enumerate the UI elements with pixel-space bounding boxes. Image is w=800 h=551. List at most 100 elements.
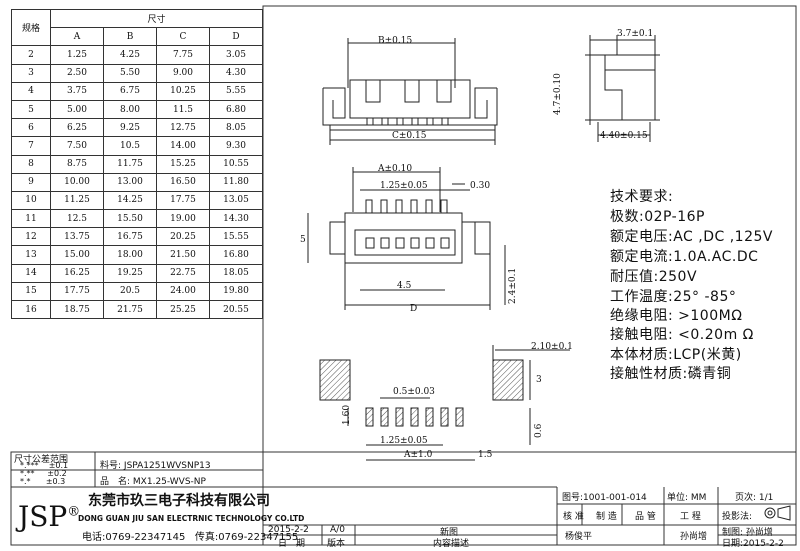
dim-1-60: 1.60 (342, 404, 352, 425)
product-name: MX1.25-WVS-NP (132, 477, 206, 487)
company-logo: JSP® (18, 500, 80, 533)
tol-value-2: ±0.2 (47, 469, 67, 478)
pcb-footprint (319, 345, 570, 461)
drawing-number: 图号:1001-001-014 (562, 493, 647, 503)
dim-2-10: 2.10±0.1 (531, 342, 573, 352)
projection-symbol-icon (764, 505, 791, 521)
engineering-label: 工 程 (680, 512, 701, 522)
dimension-cell: 20.55 (209, 299, 263, 320)
dimension-cell: 6.80 (209, 99, 263, 120)
dimension-cell: 5.55 (209, 81, 263, 101)
col-version-label: 版本 (327, 539, 346, 549)
req-contact-material: 接触性材质:磷青铜 (610, 366, 732, 382)
req-insulation: 绝缘电阻: >100MΩ (610, 308, 743, 324)
dimension-cell: 15.00 (50, 245, 104, 265)
req-body-material: 本体材质:LCP(米黄) (610, 347, 742, 363)
dim-4-5: 4.5 (397, 281, 412, 291)
contact-info: 电话:0769-22347145 传真:0769-22347155 (82, 528, 298, 543)
dimension-cell: 18.00 (103, 245, 157, 265)
dim-1-25-b: 1.25±0.05 (380, 436, 428, 446)
dimension-cell: 24.00 (156, 281, 210, 302)
tol-value-3: ±0.3 (45, 477, 66, 486)
projection-label: 投影法: (722, 512, 753, 522)
approver-name: 杨俊平 (565, 532, 593, 542)
dimension-cell: 18.05 (209, 263, 263, 283)
req-withstand: 耐压值:250V (610, 269, 698, 285)
fax: 传真:0769-22347155 (194, 532, 299, 543)
dim-0-30: 0.30 (470, 181, 491, 191)
quality-label: 品 管 (635, 512, 656, 522)
engineer-name: 孙尚增 (680, 532, 708, 542)
dim-4-7: 4.7±0.10 (553, 73, 563, 115)
dimension-cell: 3.75 (50, 81, 104, 101)
dim-4-40: 4.40±0.15 (600, 131, 648, 141)
registered-mark: ® (67, 504, 81, 520)
part-no-row: 料号: JSPA1251WVSNP13 (100, 458, 211, 471)
dim-5: 5 (300, 235, 306, 245)
dimension-cell: 4.30 (209, 63, 263, 83)
front-pins (366, 117, 449, 126)
dim-2-4: 2.4±0.1 (508, 267, 518, 304)
dim-3: 3 (536, 375, 542, 385)
col-description-label: 内容描述 (433, 539, 470, 549)
part-no: JSPA1251WVSNP13 (123, 461, 211, 471)
dim-0-6: 0.6 (534, 423, 544, 438)
size-cell: 4 (11, 81, 51, 101)
size-cell: 3 (11, 63, 51, 83)
req-contact-resistance: 接触电阻: <0.20m Ω (610, 327, 754, 343)
manufacture-label: 制 造 (596, 512, 617, 522)
company-name-cn: 东莞市玖三电子科技有限公司 (88, 493, 270, 509)
dim-1-25: 1.25±0.05 (380, 181, 428, 191)
title-block-lines (10, 451, 797, 546)
dimension-cell: 5.50 (103, 63, 157, 83)
product-name-label: 品 名: (100, 477, 131, 487)
dimension-cell: 19.80 (209, 281, 263, 302)
logo-text: JSP (18, 500, 68, 533)
tol-label-1: *.*** (20, 461, 39, 470)
company-name-en: DONG GUAN JIU SAN ELECTRNIC TECHNOLOGY C… (78, 514, 305, 523)
dim-0-5: 0.5±0.03 (393, 387, 435, 397)
revision-version: A/0 (330, 525, 345, 535)
req-voltage: 额定电压:AC ,DC ,125V (610, 229, 773, 245)
drawing-frame (262, 5, 797, 546)
part-no-label: 料号: (100, 461, 122, 471)
phone: 电话:0769-22347145 (82, 532, 186, 543)
tolerance-title: 尺寸公差范围 (14, 455, 69, 465)
product-name-row: 品 名: MX1.25-WVS-NP (100, 474, 206, 487)
front-view (322, 38, 498, 145)
dim-d: D (410, 304, 418, 314)
requirements-title: 技术要求: (610, 189, 674, 205)
dimension-cell: 20.5 (103, 281, 157, 302)
plan-pins (365, 199, 448, 214)
col-date-label: 日 期 (278, 539, 306, 549)
dim-b: B±0.15 (378, 36, 413, 46)
size-header: 规格 (11, 8, 51, 47)
revision-description: 新图 (440, 528, 459, 538)
dimension-cell: 22.75 (156, 263, 210, 283)
dimension-cell: 18.75 (50, 299, 104, 320)
footprint-pads (365, 407, 464, 427)
size-cell: 15 (11, 281, 51, 302)
req-current: 额定电流:1.0A.AC.DC (610, 249, 759, 265)
draw-date: 日期:2015-2-2 (722, 539, 784, 549)
tol-label-2: *.** (20, 469, 35, 478)
req-poles: 极数:02P-16P (610, 209, 705, 225)
approve-label: 核 准 (563, 512, 584, 522)
dim-c: C±0.15 (392, 131, 427, 141)
plan-contacts (365, 237, 450, 249)
size-cell: 16 (11, 299, 51, 320)
tol-label-3: *.* (20, 477, 31, 486)
unit: 单位: MM (667, 493, 707, 503)
dimension-cell: 8.00 (103, 99, 157, 120)
